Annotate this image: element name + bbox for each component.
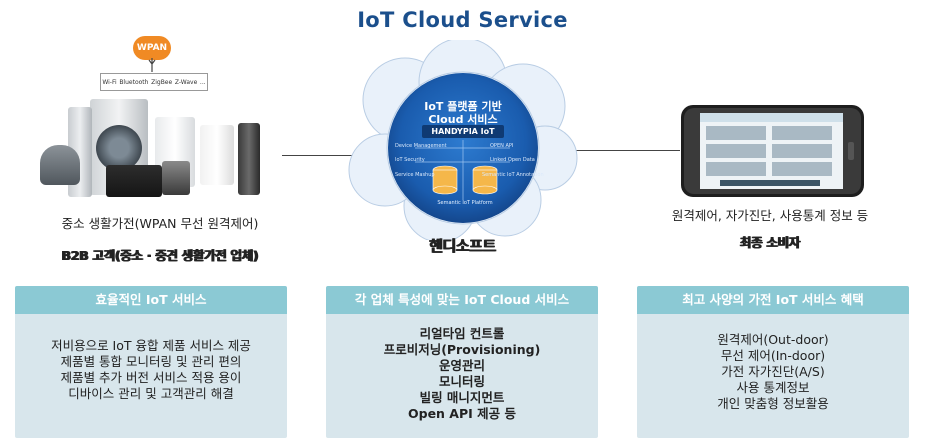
cloud-module-label: OPEN API <box>490 143 514 149</box>
right-target-label: 최종 소비자 <box>739 235 801 250</box>
platform-brand-label: HANDYPIA IoT <box>422 125 504 138</box>
left-target-label: B2B 고객(중소 · 중견 생활가전 업체) <box>61 248 259 263</box>
box-body: 저비용으로 IoT 융합 제품 서비스 제공 제품별 통합 모니터링 및 관리 … <box>15 314 287 438</box>
bluetooth-logo: Bluetooth <box>119 78 149 86</box>
box-line: 개인 맞춤형 정보활용 <box>717 396 829 411</box>
box-line: Open API 제공 등 <box>408 406 516 421</box>
heater <box>200 125 234 185</box>
cloud-footer-label: Semantic IoT Platform <box>437 200 493 206</box>
box-line: 모니터링 <box>438 374 485 389</box>
box-line: 프로비저닝(Provisioning) <box>383 342 541 357</box>
cloud-module-label: Service Mashup <box>395 172 435 178</box>
box-line: 사용 통계정보 <box>736 380 810 395</box>
zwave-logo: Z-Wave <box>174 78 198 86</box>
antenna-icon <box>148 58 156 72</box>
protocol-logo-strip: Wi-Fi Bluetooth ZigBee Z-Wave ... <box>100 73 208 91</box>
cloud-title-line2: Cloud 서비스 <box>428 113 498 126</box>
cloud-service-box: 각 업체 특성에 맞는 IoT Cloud 서비스 리얼타임 컨트롤 프로비저닝… <box>326 286 598 438</box>
washer-door <box>96 125 142 171</box>
box-line: 원격제어(Out-door) <box>717 332 829 347</box>
wifi-logo: Wi-Fi <box>102 78 117 86</box>
box-body: 리얼타임 컨트롤 프로비저닝(Provisioning) 운영관리 모니터링 빌… <box>326 314 598 438</box>
box-line: 제품별 추가 버전 서비스 적용 용이 <box>60 370 242 385</box>
box-body: 원격제어(Out-door) 무선 제어(In-door) 가전 자가진단(A/… <box>637 314 909 438</box>
zigbee-logo: ZigBee <box>151 78 173 86</box>
wpan-badge: WPAN <box>133 36 171 60</box>
company-label: 핸디소프트 <box>429 237 496 255</box>
water-purifier <box>238 123 260 195</box>
more-logo: ... <box>199 78 206 86</box>
box-line: 제품별 통합 모니터링 및 관리 편의 <box>60 354 242 369</box>
box-line: 운영관리 <box>438 358 485 373</box>
connector-left <box>282 155 357 156</box>
rice-cooker <box>40 145 80 185</box>
smartphone-illustration <box>681 105 864 197</box>
box-header: 각 업체 특성에 맞는 IoT Cloud 서비스 <box>326 286 598 314</box>
efficiency-box: 효율적인 IoT 서비스 저비용으로 IoT 융합 제품 서비스 제공 제품별 … <box>15 286 287 438</box>
cloud-module-label: Device Management <box>395 143 447 149</box>
benefit-box: 최고 사양의 가전 IoT 서비스 혜택 원격제어(Out-door) 무선 제… <box>637 286 909 438</box>
cloud-module-label: IoT Security <box>395 157 425 163</box>
box-line: 디바이스 관리 및 고객관리 해결 <box>68 386 234 401</box>
cloud-shape <box>348 40 578 240</box>
microwave <box>106 165 162 197</box>
box-line: 빌링 매니지먼트 <box>419 390 505 405</box>
right-caption: 원격제어, 자가진단, 사용통계 정보 등 <box>671 208 869 223</box>
cloud-module-label: Semantic IoT Annotation <box>482 172 544 178</box>
coffee-machine <box>162 161 190 195</box>
server-icon <box>432 165 498 195</box>
box-line: 가전 자가진단(A/S) <box>721 364 825 379</box>
diagram-title: IoT Cloud Service <box>357 8 568 32</box>
left-caption: 중소 생활가전(WPAN 무선 원격제어) <box>61 216 259 231</box>
cloud-title-line1: IoT 플랫폼 기반 <box>424 100 502 113</box>
box-header: 효율적인 IoT 서비스 <box>15 286 287 314</box>
box-line: 무선 제어(In-door) <box>720 348 826 363</box>
box-line: 저비용으로 IoT 융합 제품 서비스 제공 <box>51 338 251 353</box>
connector-right <box>570 150 680 151</box>
cloud-module-label: Linked Open Data <box>490 157 535 163</box>
box-header: 최고 사양의 가전 IoT 서비스 혜택 <box>637 286 909 314</box>
appliance-illustration <box>40 95 280 205</box>
box-line: 리얼타임 컨트롤 <box>419 326 505 341</box>
